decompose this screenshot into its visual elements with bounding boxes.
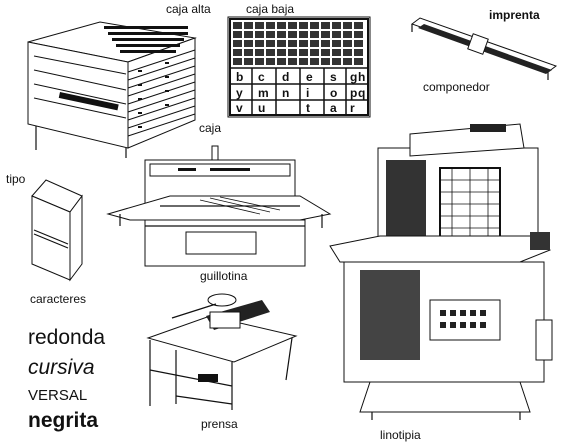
- letter-cell: p: [350, 86, 358, 100]
- letter-cell: q: [358, 86, 366, 100]
- letter-cell: h: [358, 70, 366, 84]
- letter-cell: o: [330, 86, 338, 100]
- label-caja-baja: caja baja: [246, 2, 295, 16]
- letter-cell: e: [306, 70, 313, 84]
- letter-cell: g: [350, 70, 358, 84]
- letter-cell: r: [350, 101, 355, 115]
- label-caja-alta: caja alta: [166, 2, 211, 16]
- letter-cell: c: [258, 70, 265, 84]
- specimen-redonda: redonda: [28, 326, 106, 349]
- linotype-machine-illustration: [329, 123, 553, 420]
- label-caracteres: caracteres: [30, 292, 87, 306]
- specimen-negrita: negrita: [28, 409, 99, 432]
- page-title: imprenta: [489, 8, 540, 22]
- caja-baja-letters: b c d e s g h y m n i o p q v u t a r: [232, 70, 368, 116]
- press-illustration: [146, 293, 298, 410]
- label-guillotina: guillotina: [200, 269, 248, 283]
- specimen-cursiva: cursiva: [28, 356, 95, 379]
- letter-cell: b: [236, 70, 244, 84]
- letter-tray-illustration: [227, 16, 371, 118]
- label-caja: caja: [199, 121, 222, 135]
- letter-cell: i: [306, 86, 310, 100]
- label-prensa: prensa: [201, 417, 238, 431]
- specimen-versal: VERSAL: [28, 387, 88, 404]
- label-tipo: tipo: [6, 172, 26, 186]
- letter-cell: n: [282, 86, 290, 100]
- letter-cell: u: [258, 101, 266, 115]
- letter-cell: d: [282, 70, 290, 84]
- type-case-cabinet-illustration: [27, 21, 197, 158]
- letter-cell: t: [306, 101, 310, 115]
- letter-cell: v: [236, 101, 243, 115]
- guillotine-illustration: [106, 145, 332, 267]
- letter-cell: a: [330, 101, 337, 115]
- type-piece-illustration: [31, 179, 83, 282]
- letter-cell: y: [236, 86, 243, 100]
- label-linotipia: linotipia: [380, 428, 421, 442]
- letter-cell: m: [258, 86, 269, 100]
- label-componedor: componedor: [423, 80, 490, 94]
- composing-stick-illustration: [410, 17, 558, 80]
- letter-cell: s: [330, 70, 337, 84]
